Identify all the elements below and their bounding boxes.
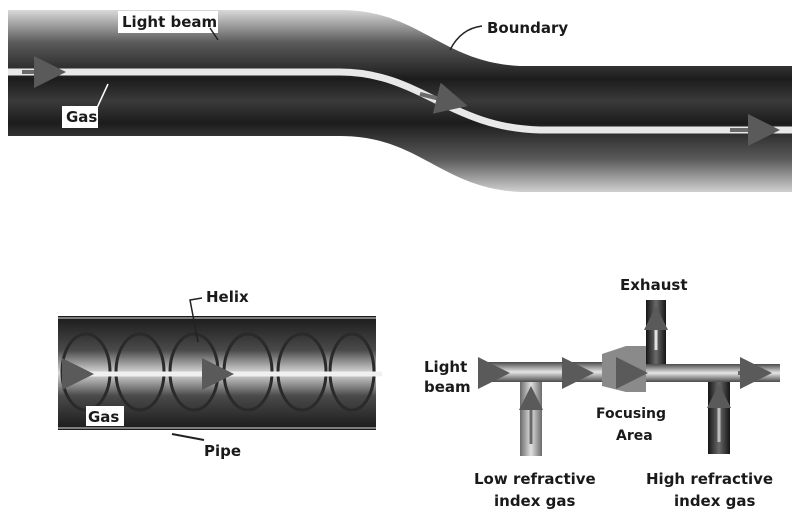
low-index-gas-label-line1: Low refractive [474,470,596,488]
gas-label: Gas [66,108,97,126]
focusing-area-label-line1: Focusing [596,406,666,422]
junction-figure: Exhaust Light beam Focusing Area Low ref… [424,276,780,510]
top-waveguide-figure: Light beam Boundary Gas [8,10,792,192]
light-beam-label-bg [118,11,218,33]
light-beam-leader [209,27,219,41]
boundary-leader [449,25,483,51]
high-index-gas-label-line2: index gas [674,492,755,510]
light-beam-label: Light beam [122,13,217,31]
high-index-gas-label-line1: High refractive [646,470,773,488]
light-beam-label-line2: beam [424,378,471,396]
gas-label-bg [62,106,98,128]
pipe-label: Pipe [204,442,241,460]
helix-label: Helix [206,288,249,306]
boundary-label: Boundary [487,19,568,37]
pipe-leader [171,433,205,441]
helix-gas-label: Gas [88,408,119,426]
focusing-area [602,346,646,392]
helix-gas-label-bg [86,406,124,426]
low-index-gas-label-line2: index gas [494,492,575,510]
light-beam-label-line1: Light [424,358,467,376]
gas-tube [8,10,792,192]
focusing-area-label-line2: Area [616,428,653,444]
beam-arrow-2 [419,82,468,114]
helix-leader [189,297,203,343]
gas-leader [95,83,109,111]
helix-figure: Helix Gas Pipe [58,288,382,460]
exhaust-label: Exhaust [620,276,688,294]
